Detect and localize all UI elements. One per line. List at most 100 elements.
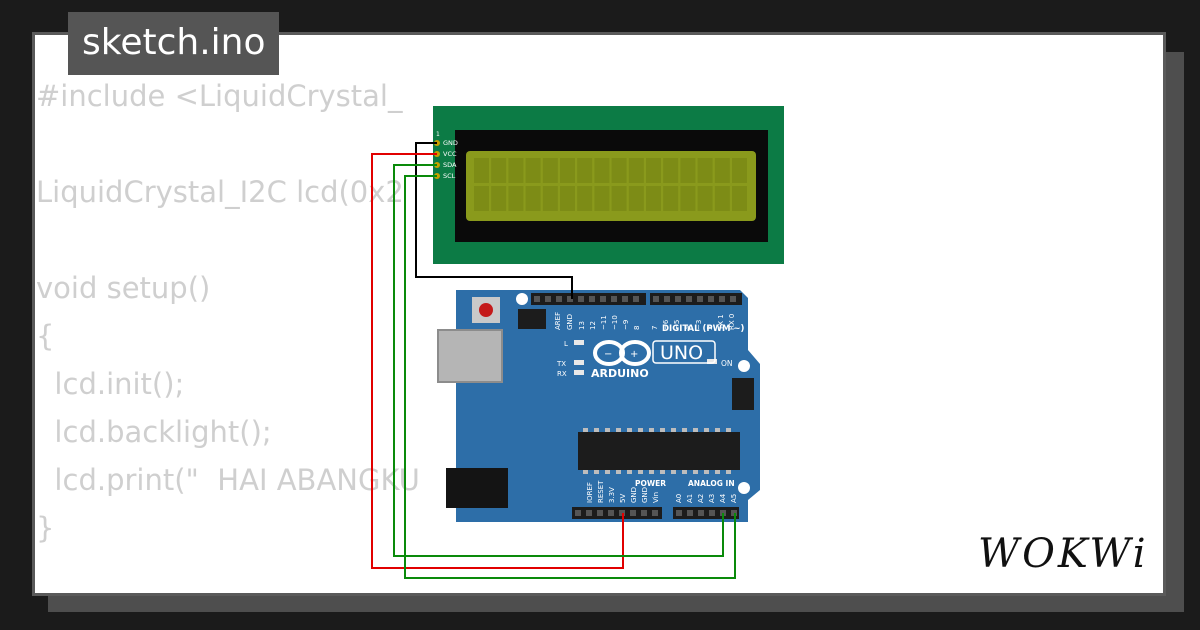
pin-hole[interactable]	[600, 296, 606, 302]
lcd-cell	[732, 186, 747, 211]
chip-legs	[583, 428, 731, 474]
wire-vcc[interactable]	[371, 153, 624, 569]
analog-pin-label: A1	[686, 494, 694, 503]
wire-scl[interactable]	[404, 175, 736, 579]
lcd-cell	[594, 158, 610, 183]
lcd-cell	[508, 158, 524, 183]
lcd-pin-label-sda: SDA	[443, 161, 457, 169]
lcd-cell	[525, 158, 541, 183]
lcd-pin-number: 1	[436, 131, 440, 138]
chip-leg	[671, 428, 676, 432]
mounting-hole	[738, 482, 750, 494]
chip-leg	[594, 428, 599, 432]
pin-hole[interactable]	[578, 296, 584, 302]
lcd-pin-header: GND VCC SDA SCL	[434, 139, 458, 180]
arduino-infinity-logo	[593, 340, 651, 366]
pin-hole[interactable]	[730, 296, 736, 302]
pin-hole[interactable]	[630, 510, 636, 516]
analog-pin-label: A5	[730, 494, 738, 503]
pin-hole[interactable]	[534, 296, 540, 302]
lcd-pin-label-gnd: GND	[443, 139, 458, 147]
arduino-brand-text: ARDUINO	[591, 367, 649, 380]
pin-hole[interactable]	[556, 296, 562, 302]
digital-pin-label: 2	[706, 326, 714, 330]
l-led-label: L	[564, 340, 568, 348]
digital-pin-label: ~10	[611, 315, 619, 330]
pin-hole[interactable]	[567, 296, 573, 302]
lcd-character-grid	[474, 158, 747, 211]
power-pin-label: Vin	[652, 492, 660, 503]
reset-button-cap[interactable]	[479, 303, 493, 317]
analog-pin-label: A3	[708, 494, 716, 503]
lcd-module[interactable]: 1 GND VCC SDA SCL	[433, 106, 784, 264]
analog-pin-label: A4	[719, 493, 727, 503]
pin-hole[interactable]	[698, 510, 704, 516]
code-line: void setup()	[36, 271, 211, 305]
pin-hole[interactable]	[653, 296, 659, 302]
lcd-cell	[611, 186, 627, 211]
pin-hole[interactable]	[611, 296, 617, 302]
pin-hole[interactable]	[589, 296, 595, 302]
pin-hole[interactable]	[687, 510, 693, 516]
code-line: LiquidCrystal_I2C lcd(0x2	[36, 175, 404, 209]
chip-leg	[649, 428, 654, 432]
lcd-cell	[697, 158, 713, 183]
rx-led-label: RX	[557, 370, 567, 378]
tx-led-label: TX	[556, 360, 566, 368]
pin-hole[interactable]	[597, 510, 603, 516]
digital-pin-label: ~9	[622, 320, 630, 330]
wire-sda[interactable]	[393, 164, 724, 557]
pin-hole[interactable]	[641, 510, 647, 516]
power-pin-label: 5V	[619, 494, 627, 503]
lcd-cell	[577, 186, 593, 211]
uno-badge	[652, 340, 716, 364]
lcd-cell	[697, 186, 713, 211]
pin-hole[interactable]	[697, 296, 703, 302]
chip-leg	[715, 470, 720, 474]
code-line: lcd.init();	[36, 367, 185, 401]
pin-hole[interactable]	[586, 510, 592, 516]
lcd-cell	[560, 158, 575, 183]
rx-led	[574, 370, 584, 375]
lcd-cell	[611, 158, 627, 183]
pin-hole[interactable]	[622, 296, 628, 302]
pin-hole[interactable]	[708, 296, 714, 302]
chip-leg	[682, 428, 687, 432]
chip-leg	[660, 428, 665, 432]
digital-pin-label: 7	[651, 326, 659, 330]
chip-leg	[671, 470, 676, 474]
chip-leg	[583, 428, 588, 432]
analog-header	[673, 507, 739, 519]
pin-hole[interactable]	[676, 510, 682, 516]
pin-hole[interactable]	[675, 296, 681, 302]
wokwi-logo-text: WOKWi	[978, 531, 1149, 577]
power-label: POWER	[635, 479, 666, 488]
pin-hole[interactable]	[608, 510, 614, 516]
code-line: {	[36, 319, 55, 353]
pin-hole[interactable]	[652, 510, 658, 516]
pin-hole[interactable]	[719, 296, 725, 302]
pin-hole[interactable]	[633, 296, 639, 302]
wire-gnd[interactable]	[415, 142, 573, 299]
lcd-cell	[714, 186, 730, 211]
chip-leg	[682, 470, 687, 474]
pin-hole[interactable]	[686, 296, 692, 302]
pin-hole[interactable]	[575, 510, 581, 516]
uno-text: UNO	[660, 342, 703, 364]
pin-hole[interactable]	[545, 296, 551, 302]
pin-hole[interactable]	[709, 510, 715, 516]
lcd-cell	[525, 186, 541, 211]
chip-leg	[693, 428, 698, 432]
power-jack	[446, 468, 508, 508]
pin-hole[interactable]	[664, 296, 670, 302]
usb-port	[437, 329, 503, 383]
digital-pin-label: ~5	[673, 320, 681, 330]
chip-leg	[715, 428, 720, 432]
lcd-pin-label-vcc: VCC	[443, 150, 457, 158]
lcd-cell	[732, 158, 747, 183]
lcd-cell	[474, 186, 489, 211]
